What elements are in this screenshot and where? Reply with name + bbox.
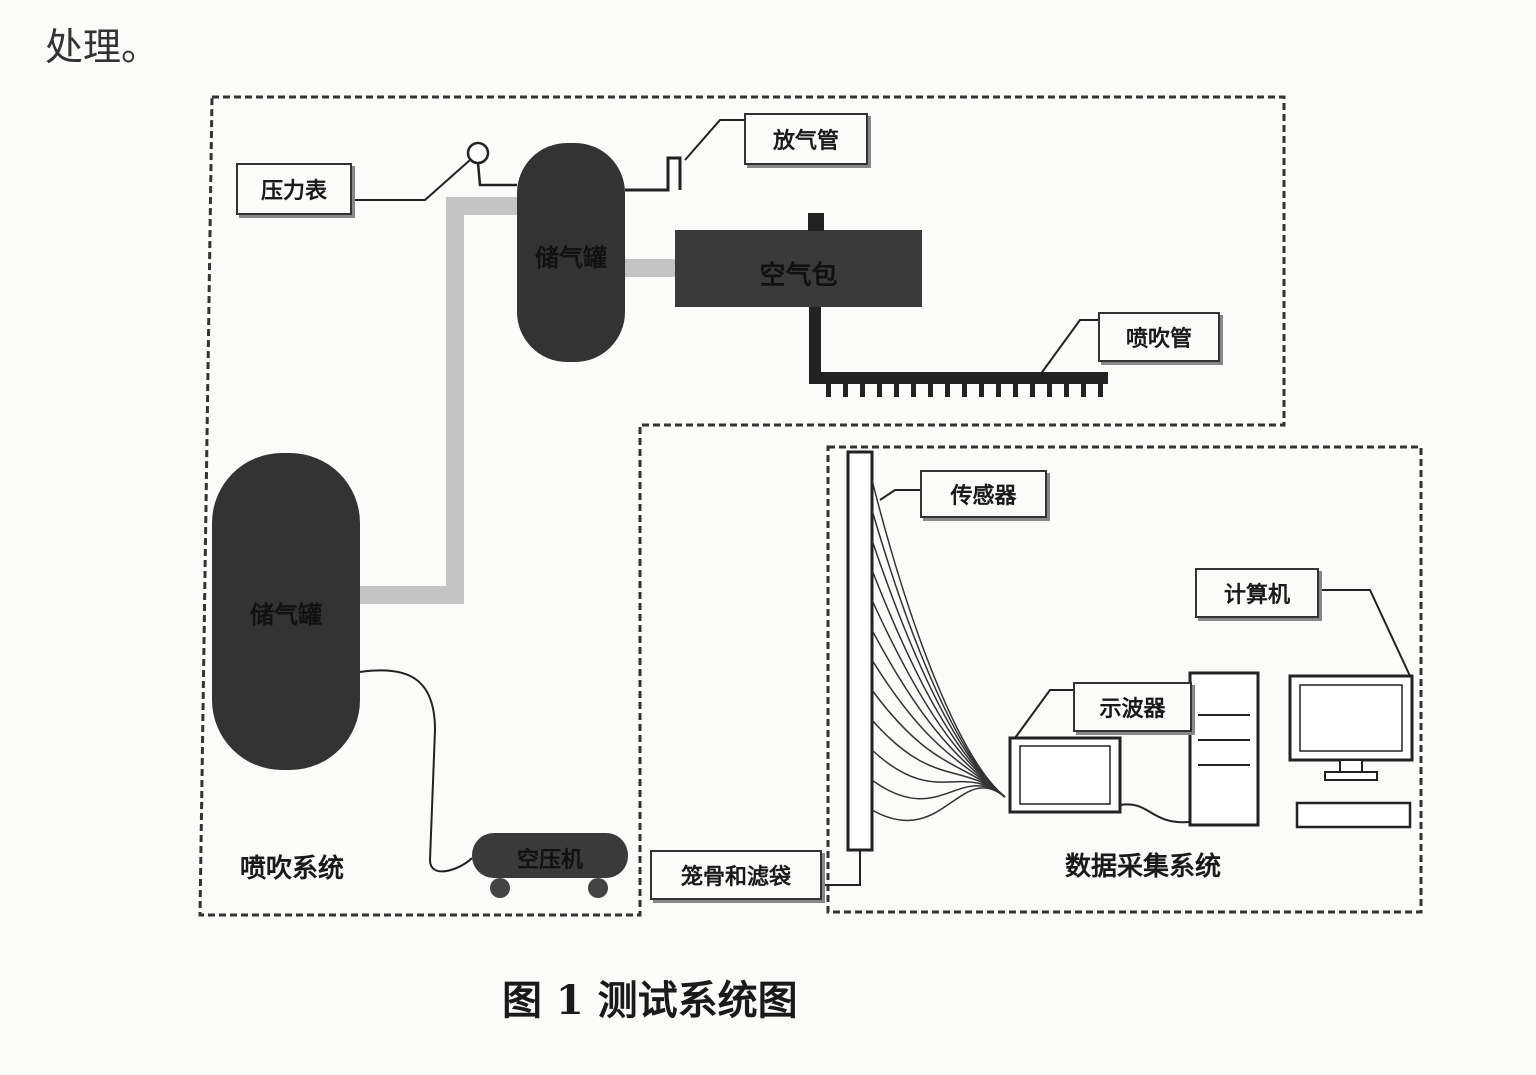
oscilloscope-leader bbox=[1014, 689, 1073, 739]
nozzle bbox=[1081, 383, 1086, 397]
sensor-wire bbox=[871, 599, 1006, 798]
air-bag-valve bbox=[808, 213, 824, 231]
nozzle bbox=[945, 383, 950, 397]
filter-bag-leader bbox=[820, 850, 861, 886]
nozzle bbox=[962, 383, 967, 397]
filter-bag-column bbox=[846, 450, 874, 852]
nozzle bbox=[860, 383, 865, 397]
sensor-label: 传感器 bbox=[920, 470, 1047, 518]
large-tank-label: 储气罐 bbox=[250, 601, 322, 629]
oscilloscope-label: 示波器 bbox=[1073, 682, 1192, 732]
vent-pipe-line bbox=[625, 156, 682, 192]
large-tank bbox=[212, 453, 360, 770]
keyboard bbox=[1295, 801, 1412, 829]
compressor-wheel bbox=[490, 878, 510, 898]
sensor-wire bbox=[871, 539, 1006, 798]
sensor-wire bbox=[871, 569, 1006, 798]
monitor-base bbox=[1324, 771, 1378, 781]
compressor-wheel bbox=[588, 878, 608, 898]
air-bag bbox=[675, 230, 922, 307]
blow-pipe-label: 喷吹管 bbox=[1098, 312, 1220, 362]
nozzle bbox=[1013, 383, 1018, 397]
gauge-connector bbox=[476, 162, 517, 187]
figure-caption: 图 1 测试系统图 bbox=[502, 977, 798, 1024]
air-bag-label: 空气包 bbox=[759, 261, 838, 291]
monitor-stand bbox=[1339, 759, 1363, 773]
sensor-wire bbox=[871, 659, 1006, 798]
small-tank-label: 储气罐 bbox=[535, 244, 607, 272]
pressure-gauge-label: 压力表 bbox=[236, 163, 352, 215]
nozzle bbox=[894, 383, 899, 397]
nozzle bbox=[911, 383, 916, 397]
vent-leader bbox=[684, 119, 744, 161]
cage-filter-bag-label: 笼骨和滤袋 bbox=[650, 850, 822, 900]
nozzle bbox=[1030, 383, 1035, 397]
spray-system-title: 喷吹系统 bbox=[240, 854, 345, 884]
nozzle bbox=[1064, 383, 1069, 397]
nozzle bbox=[928, 383, 933, 397]
gauge-wire bbox=[350, 159, 471, 201]
nozzle bbox=[996, 383, 1001, 397]
blow-pipe-leader bbox=[1039, 319, 1098, 376]
oscilloscope bbox=[1008, 736, 1122, 814]
sensor-wires bbox=[871, 479, 1006, 822]
vent-pipe-label: 放气管 bbox=[744, 113, 868, 165]
gray-air-pipe bbox=[360, 197, 517, 604]
nozzle bbox=[1098, 383, 1103, 397]
blow-pipe bbox=[809, 307, 1108, 384]
sensor-wire bbox=[871, 787, 1006, 822]
pressure-gauge-icon bbox=[466, 141, 490, 165]
oscilloscope-cable bbox=[1119, 803, 1191, 824]
computer-leader bbox=[1317, 589, 1411, 677]
nozzle bbox=[826, 383, 831, 397]
monitor-screen bbox=[1299, 684, 1403, 752]
computer-label: 计算机 bbox=[1195, 568, 1319, 618]
computer-monitor bbox=[1288, 674, 1414, 762]
nozzle bbox=[843, 383, 848, 397]
compressor bbox=[472, 833, 628, 878]
nozzle bbox=[1047, 383, 1052, 397]
sensor-wire bbox=[871, 479, 1006, 798]
compressor-label: 空压机 bbox=[516, 848, 583, 873]
oscilloscope-screen bbox=[1019, 745, 1111, 805]
small-tank bbox=[517, 143, 625, 362]
nozzle bbox=[979, 383, 984, 397]
compressor-hose bbox=[359, 669, 473, 873]
data-acquisition-boundary bbox=[826, 445, 1423, 914]
sensor-leader bbox=[879, 489, 920, 501]
nozzles bbox=[826, 383, 1103, 397]
computer-tower bbox=[1188, 671, 1260, 827]
spray-system-boundary bbox=[198, 95, 1286, 917]
nozzle bbox=[877, 383, 882, 397]
data-acquisition-title: 数据采集系统 bbox=[1065, 852, 1222, 882]
top-text: 处理。 bbox=[45, 25, 160, 69]
